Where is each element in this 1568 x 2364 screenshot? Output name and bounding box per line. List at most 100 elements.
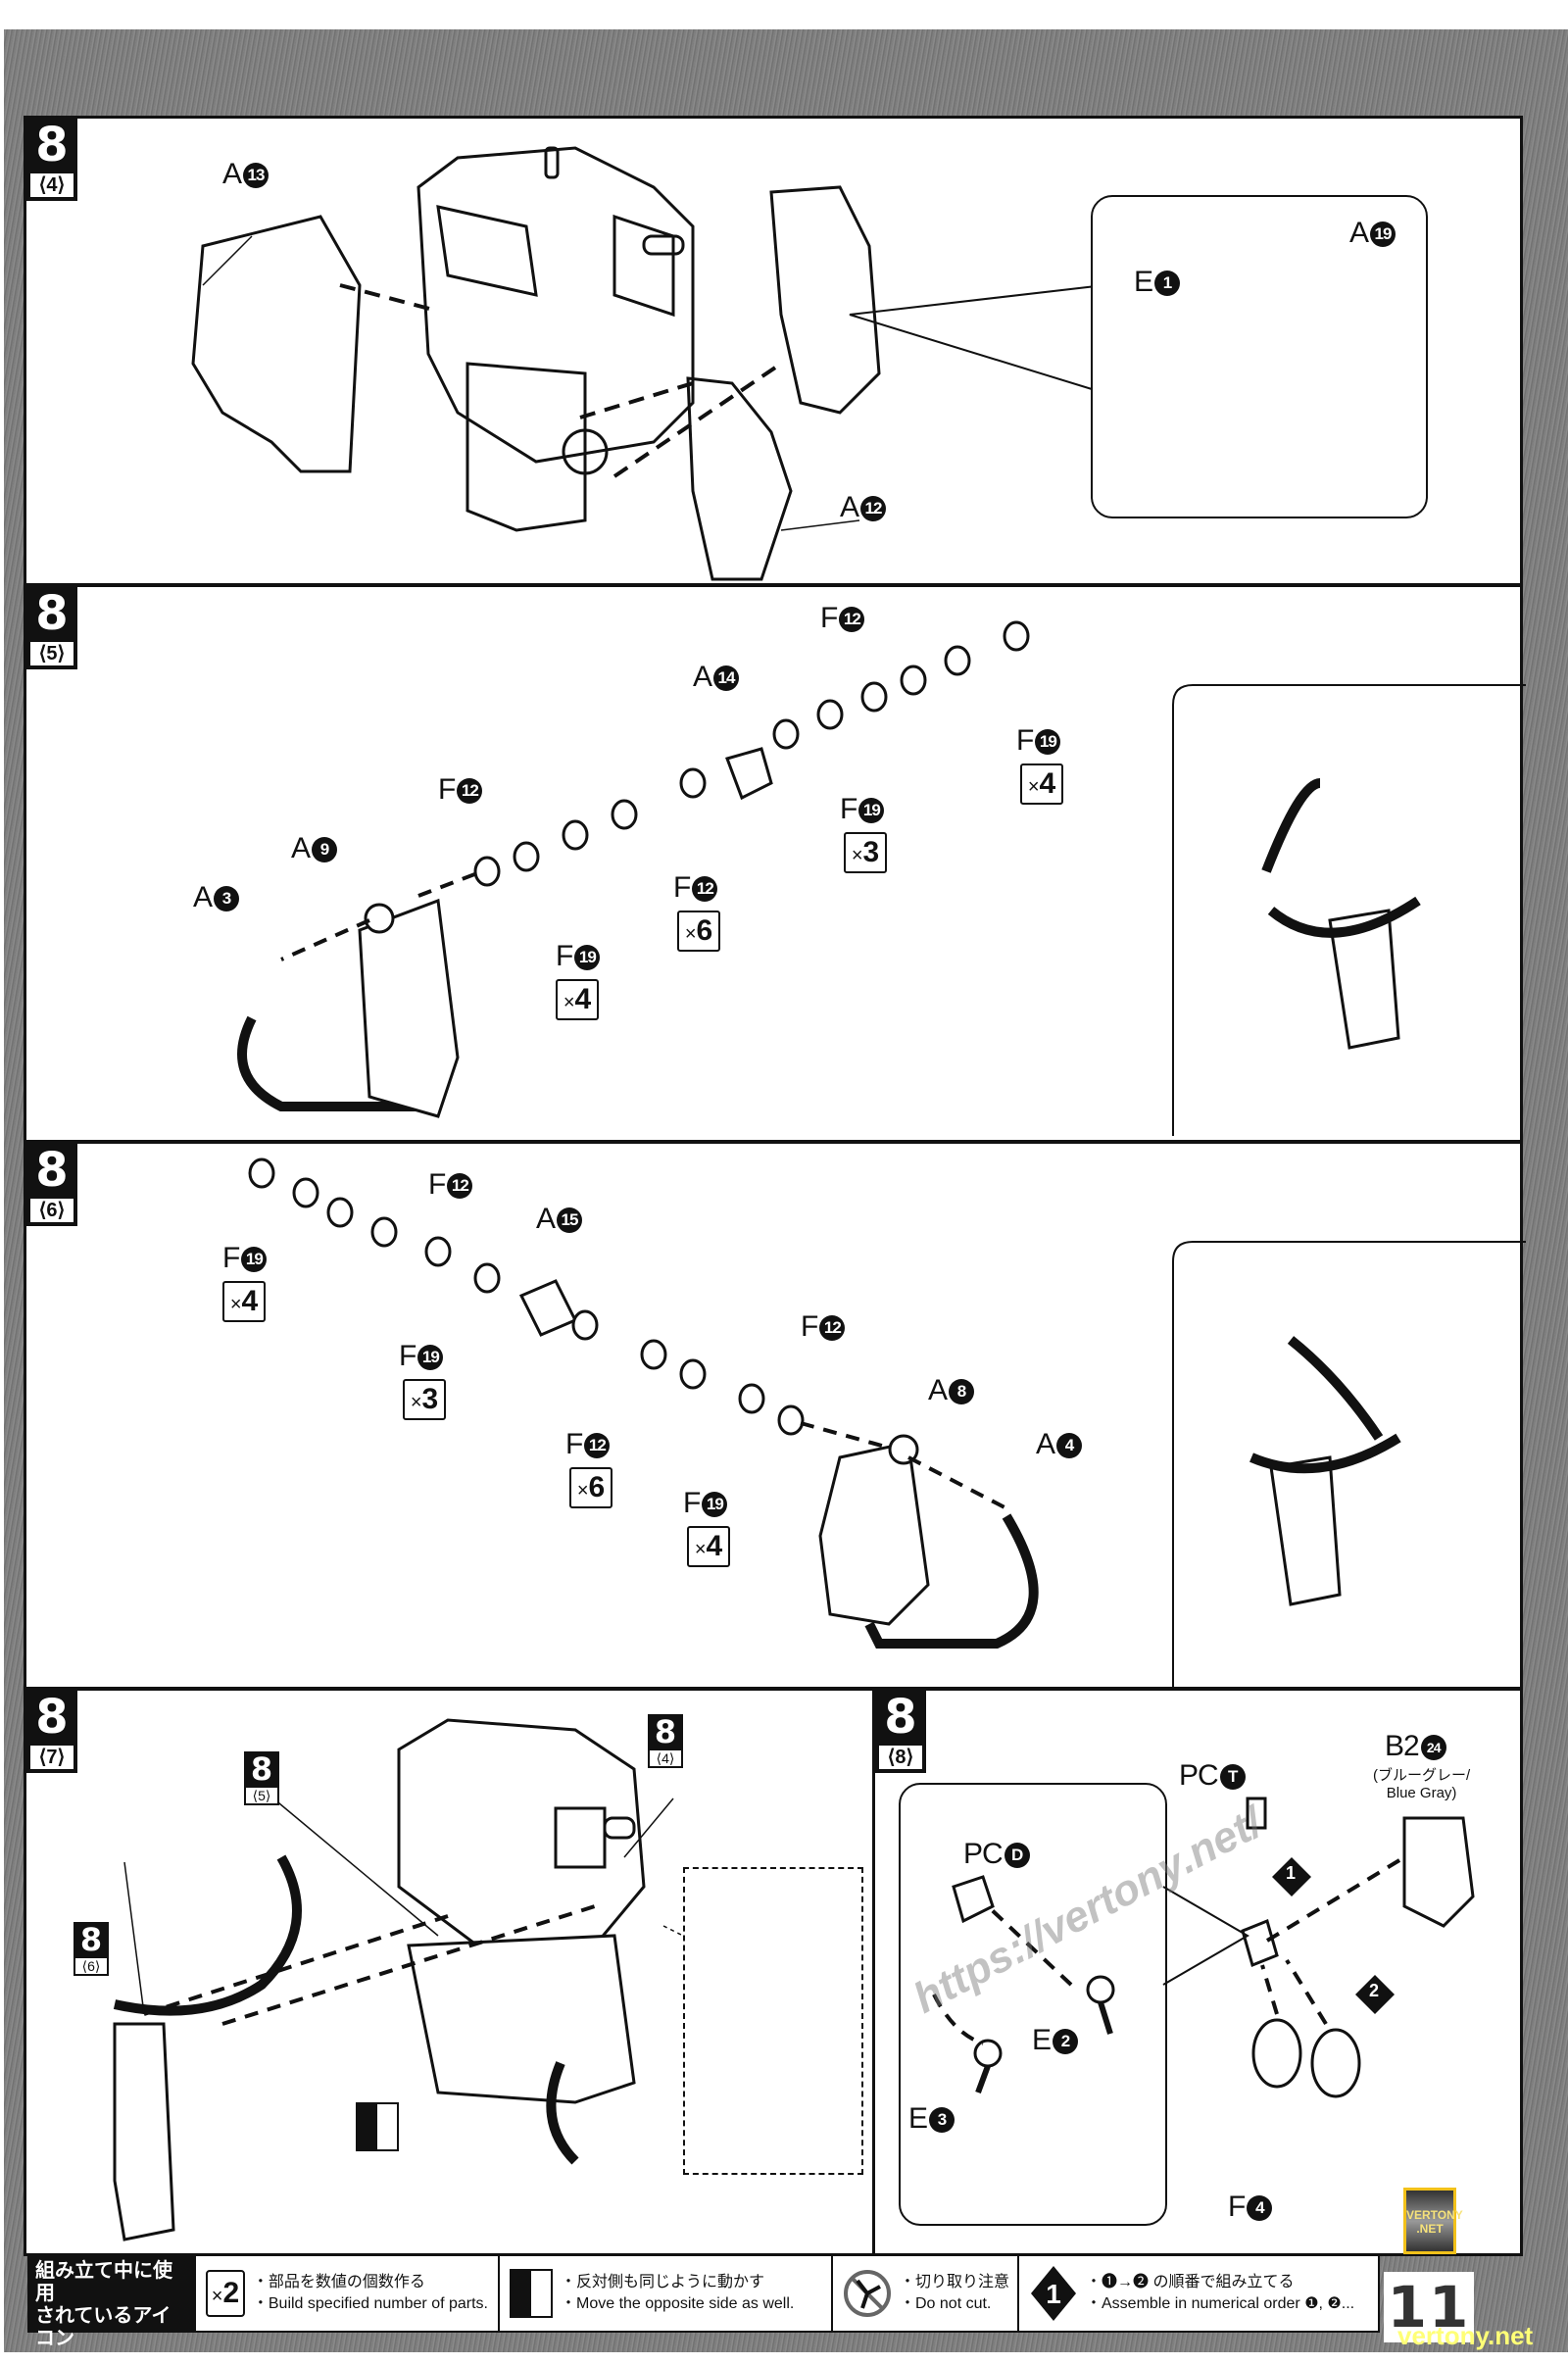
inset-detail — [683, 1867, 863, 2175]
part-A13 — [191, 215, 362, 473]
assembly-diagram — [932, 1797, 1475, 2098]
part-A8-grip — [818, 1441, 930, 1626]
step-badge: 8 ⟨7⟩ — [26, 1691, 77, 1773]
quantity-badge: ×4 — [556, 979, 599, 1020]
quantity-badge: ×3 — [844, 832, 887, 873]
part-A4-hose — [864, 1513, 1039, 1649]
segment — [473, 856, 501, 887]
grip-completed — [1328, 909, 1400, 1050]
dash-line — [143, 1914, 449, 2016]
legend-item-do-not-cut: ・切り取り注意・Do not cut. — [833, 2256, 1019, 2331]
dash-arrow — [339, 283, 434, 312]
quantity-badge: ×6 — [569, 1467, 612, 1508]
joint-block — [1241, 1918, 1279, 1968]
hose-left — [113, 1854, 302, 2016]
do-not-cut-icon — [844, 2270, 891, 2317]
quantity-badge: ×6 — [677, 911, 720, 952]
legend-item-mirror: ・反対側も同じように動かす・Move the opposite side as … — [500, 2256, 833, 2331]
step-badge: 8 ⟨8⟩ — [875, 1691, 926, 1773]
part-E2 — [1086, 1975, 1115, 2004]
step-panel-8-4: 8 ⟨4⟩ — [24, 116, 1523, 586]
order-icon: 1 — [1031, 2266, 1076, 2321]
step-badge: 8 ⟨4⟩ — [26, 119, 77, 201]
hose-completed — [1261, 778, 1321, 873]
inset-detail — [1091, 195, 1428, 518]
assembly-diagram — [237, 620, 1526, 1136]
torso-lower — [407, 1934, 636, 2104]
quantity-badge: ×4 — [1020, 763, 1063, 805]
part-A15 — [518, 1279, 578, 1337]
grip-completed — [1269, 1455, 1342, 1606]
torso-part — [397, 1718, 646, 1947]
inset-detail — [899, 1783, 1167, 2226]
page-number: 11 — [1384, 2272, 1474, 2342]
part-A9-grip — [358, 898, 460, 1118]
step-badge: 8 ⟨5⟩ — [26, 587, 77, 669]
symbols-legend: 組み立て中に使用 されているアイコン Symbols used in instr… — [27, 2254, 1380, 2364]
segment — [248, 1157, 275, 1189]
svg-text:1: 1 — [1046, 2279, 1061, 2309]
legend-item-order: 1 ・❶→❷ の順番で組み立てる・Assemble in numerical o… — [1019, 2256, 1372, 2331]
part-PCD — [952, 1875, 995, 1924]
order-label-2: 2 — [1369, 1981, 1380, 2000]
reference-badge-8-4: 8 ⟨4⟩ — [648, 1714, 683, 1768]
mirror-icon — [356, 2102, 399, 2151]
hose-completed — [1287, 1336, 1384, 1441]
step-badge: 8 ⟨6⟩ — [26, 1144, 77, 1226]
dash-arrow — [280, 918, 370, 961]
assembly-diagram — [248, 1157, 1526, 1693]
quantity-badge: ×3 — [403, 1379, 446, 1420]
legend-title: 組み立て中に使用 されているアイコン Symbols used in instr… — [29, 2256, 196, 2364]
part-right-armor — [769, 185, 881, 415]
reference-badge-8-6: 8 ⟨6⟩ — [74, 1922, 109, 1976]
quantity-badge: ×4 — [687, 1526, 730, 1567]
part-A14 — [725, 747, 773, 801]
part-A12 — [686, 376, 793, 581]
order-badges — [1272, 1857, 1395, 2014]
torso-lower-part — [466, 362, 587, 532]
part-E3 — [973, 2039, 1003, 2068]
dash-arrow — [986, 1904, 1073, 1987]
quantity-icon: ×2 — [206, 2270, 245, 2317]
vertony-badge: VERTONY .NET — [1403, 2188, 1463, 2254]
assembly-diagram — [113, 1718, 704, 2241]
part-F4 — [1251, 2018, 1302, 2089]
part-PCT — [1246, 1797, 1267, 1830]
mirror-icon — [510, 2269, 553, 2318]
order-label-1: 1 — [1286, 1863, 1297, 1883]
quantity-badge: ×4 — [222, 1281, 266, 1322]
site-watermark: vertony.net — [1397, 2321, 1534, 2350]
legend-item-quantity: ×2 ・部品を数値の個数作る・Build specified number of… — [196, 2256, 500, 2331]
step-panel-8-7: 8 ⟨7⟩ 8 ⟨5⟩ 8 ⟨4⟩ 8 ⟨6⟩ — [24, 1688, 876, 2256]
dash-arrow — [800, 1421, 890, 1450]
grip-left — [113, 2022, 175, 2241]
part-A3-hose — [237, 1015, 442, 1111]
part-B2-24 — [1402, 1816, 1475, 1928]
